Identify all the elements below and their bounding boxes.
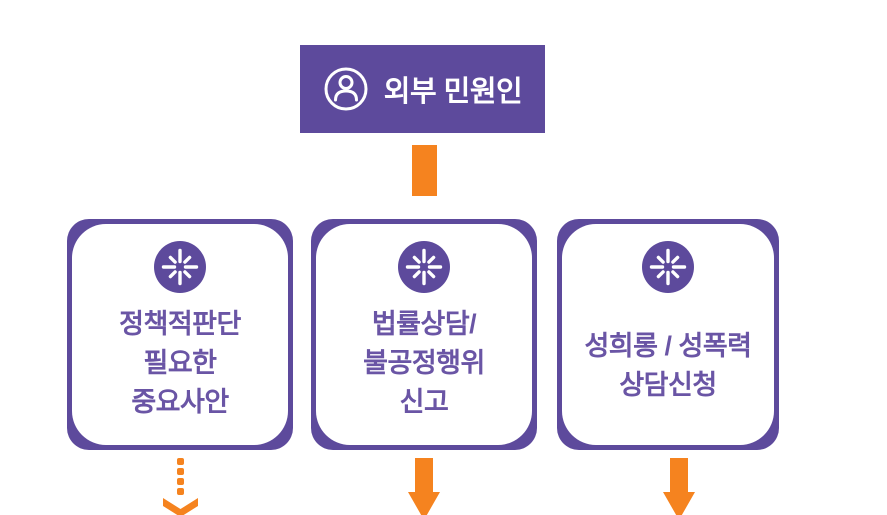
arrow-dot — [177, 488, 184, 495]
card-text-line: 불공정행위 — [363, 348, 485, 378]
connector-down-arrow — [412, 145, 437, 196]
person-icon — [323, 66, 369, 112]
card-text: 법률상담/ 불공정행위 신고 — [311, 305, 537, 422]
arrow-dot — [177, 478, 184, 485]
card-text-line: 중요사안 — [131, 387, 229, 417]
solid-down-arrow — [663, 458, 695, 515]
card-text-line: 신고 — [399, 387, 449, 417]
asterisk-icon — [398, 241, 450, 293]
card-policy-judgment: 정책적판단 필요한 중요사안 — [67, 219, 293, 450]
card-text-line: 필요한 — [143, 348, 217, 378]
dotted-down-arrow — [163, 458, 198, 515]
arrow-chevron — [163, 498, 198, 515]
solid-down-arrow — [408, 458, 440, 515]
card-text: 성희롱 / 성폭력 상담신청 — [557, 327, 779, 405]
card-text-line: 상담신청 — [619, 370, 717, 400]
arrow-dot — [177, 468, 184, 475]
asterisk-icon — [154, 241, 206, 293]
asterisk-icon — [642, 241, 694, 293]
card-text-line: 성희롱 / 성폭력 — [584, 331, 752, 361]
header-box: 외부 민원인 — [300, 45, 545, 133]
card-text-line: 정책적판단 — [119, 309, 241, 339]
header-label: 외부 민원인 — [383, 76, 523, 108]
card-legal-consult: 법률상담/ 불공정행위 신고 — [311, 219, 537, 450]
card-text-line: 법률상담/ — [371, 309, 477, 339]
card-text: 정책적판단 필요한 중요사안 — [67, 305, 293, 422]
card-harassment-counsel: 성희롱 / 성폭력 상담신청 — [557, 219, 779, 450]
arrow-dot — [177, 458, 184, 465]
